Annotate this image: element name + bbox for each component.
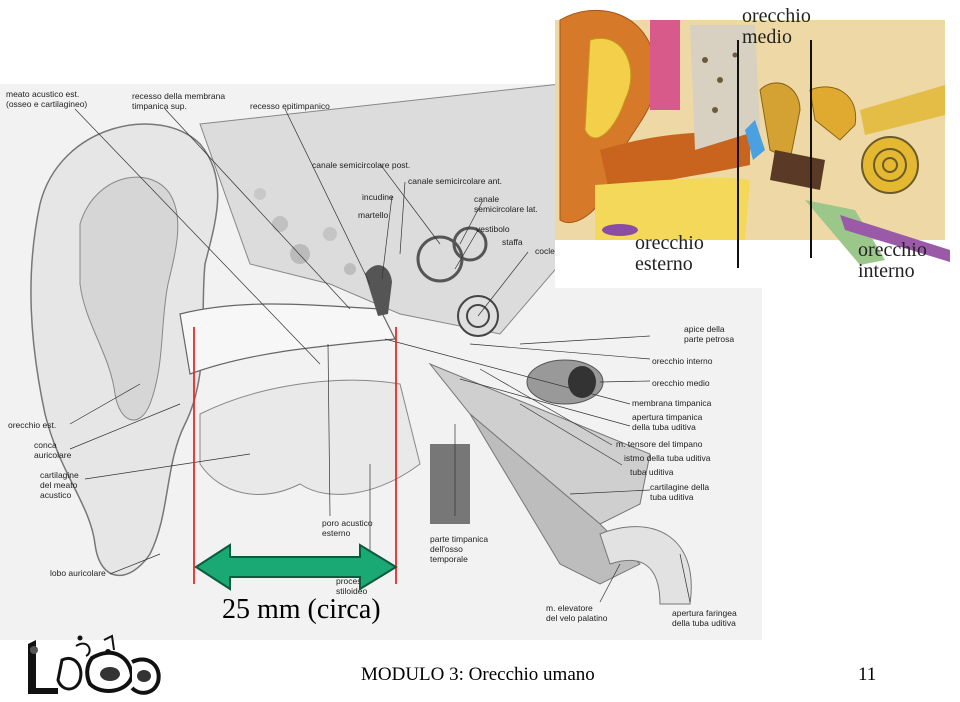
label-istmo-tuba: istmo della tuba uditiva [624, 453, 711, 463]
label-vestibolo: vestibolo [476, 224, 510, 234]
label-lobo-auricolare: lobo auricolare [50, 568, 106, 578]
label-cartilagine-meato: cartilagine del meato acustico [40, 470, 79, 500]
label-membrana-timpanica: membrana timpanica [632, 398, 712, 408]
label-tensore-timpano: m. tensore del timpano [616, 439, 703, 449]
label-meato-acustico: meato acustico est. (osseo e cartilagine… [6, 89, 88, 109]
label-apice-parte-petrosa: apice della parte petrosa [684, 324, 735, 344]
label-orecchio-interno: orecchio interno [652, 356, 713, 366]
measurement-double-arrow [194, 543, 398, 591]
label-incudine: incudine [362, 192, 394, 202]
label-recesso-epitimpanico: recesso epitimpanico [250, 101, 330, 111]
label-orecchio-medio: orecchio medio [652, 378, 710, 388]
inset-label-orecchio-interno: orecchio interno [858, 239, 927, 282]
label-coclea: coclea [535, 246, 560, 256]
label-canale-semicircolare-post: canale semicircolare post. [312, 160, 411, 170]
label-parte-timpanica: parte timpanica dell'osso temporale [430, 534, 489, 564]
label-staffa: staffa [502, 237, 523, 247]
label-conca-auricolare: conca auricolare [34, 440, 72, 460]
ear-sections-inset: orecchio medio orecchio esterno orecchio… [555, 0, 960, 288]
logo [28, 634, 161, 695]
label-apertura-timpanica: apertura timpanica della tuba uditiva [632, 412, 703, 432]
footer-title: MODULO 3: Orecchio umano [361, 664, 595, 685]
ear-color-illustration [555, 0, 960, 288]
ear-cross-section-drawing [30, 84, 692, 605]
measurement-label: 25 mm (circa) [222, 594, 381, 625]
inset-label-orecchio-medio: orecchio medio [742, 5, 811, 48]
label-elevatore-velo: m. elevatore del velo palatino [546, 603, 608, 623]
label-apertura-faringea: apertura faringea della tuba uditiva [672, 608, 737, 628]
label-canale-semicircolare-ant: canale semicircolare ant. [408, 176, 503, 186]
label-tuba-uditiva: tuba uditiva [630, 467, 674, 477]
label-cartilagine-tuba: cartilagine della tuba uditiva [650, 482, 710, 502]
label-poro-acustico: poro acustico esterno [322, 518, 373, 538]
label-martello: martello [358, 210, 389, 220]
label-recesso-membrana: recesso della membrana timpanica sup. [132, 91, 226, 111]
label-canale-semicircolare-lat: canale semicircolare lat. [474, 194, 538, 214]
inset-label-orecchio-esterno: orecchio esterno [635, 232, 704, 275]
page-number: 11 [858, 664, 877, 685]
label-orecchio-esterno: orecchio est. [8, 420, 57, 430]
label-processo-stiloideo: processo stiloideo [336, 576, 371, 596]
